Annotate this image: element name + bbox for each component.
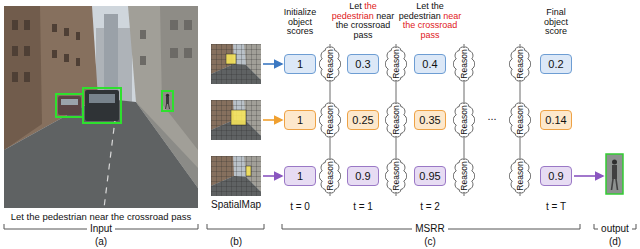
cloud-shape — [385, 159, 406, 193]
step-label: t = 1 — [353, 201, 373, 213]
score-value: 1 — [297, 170, 303, 182]
reason-text: Reason — [326, 161, 335, 190]
reason-text: Reason — [516, 49, 525, 78]
score-box: 0.4 — [414, 54, 446, 74]
column-header: Let the pedestrian near the crossroad pa… — [398, 2, 462, 40]
panel-letter: (c) — [424, 236, 436, 248]
score-box: 0.3 — [347, 54, 379, 74]
step-label: t = 0 — [290, 201, 310, 213]
step-label: t = T — [546, 201, 566, 213]
step-label: t = 2 — [420, 201, 440, 213]
reason-text: Reason — [460, 161, 469, 190]
reason-cloud: Reason — [453, 156, 475, 196]
spatial-maps — [211, 44, 261, 196]
score-value: 0.14 — [545, 114, 566, 126]
cloud-shape — [509, 159, 530, 193]
section-name: SpatialMap — [211, 199, 261, 211]
column-header: Final object score — [533, 8, 579, 37]
reason-text: Reason — [460, 49, 469, 78]
cloud-shape — [509, 103, 530, 137]
reason-text: Reason — [392, 105, 401, 134]
score-value: 0.9 — [548, 170, 563, 182]
ellipsis: ... — [487, 110, 496, 123]
reason-text: Reason — [392, 161, 401, 190]
section-name: MSRR — [412, 223, 447, 235]
output-crop — [606, 154, 623, 194]
header-run: Let — [349, 1, 362, 11]
score-box: 1 — [284, 110, 316, 130]
reason-cloud: Reason — [385, 100, 407, 140]
reason-text: Reason — [516, 105, 525, 134]
reason-text: Reason — [326, 49, 335, 78]
score-box: 0.9 — [347, 166, 379, 186]
score-box: 1 — [284, 166, 316, 186]
panel-letter: (a) — [95, 236, 107, 248]
header-run: Let the pedestrian — [399, 1, 444, 21]
score-box: 0.35 — [414, 110, 446, 130]
panel-letter: (b) — [230, 236, 242, 248]
score-value: 0.4 — [422, 58, 437, 70]
score-box: 0.9 — [540, 166, 572, 186]
reason-cloud: Reason — [385, 156, 407, 196]
score-value: 0.2 — [548, 58, 563, 70]
cloud-shape — [385, 103, 406, 137]
reason-cloud: Reason — [509, 156, 531, 196]
score-box: 0.25 — [347, 110, 379, 130]
column-header: Let the pedestrian near the crossroad pa… — [331, 2, 395, 40]
score-value: 0.3 — [355, 58, 370, 70]
score-value: 0.9 — [355, 170, 370, 182]
step-separators — [330, 44, 520, 196]
score-box: 0.95 — [414, 166, 446, 186]
section-name: Input — [87, 223, 115, 235]
reason-text: Reason — [392, 49, 401, 78]
reason-text: Reason — [326, 105, 335, 134]
reason-cloud: Reason — [509, 44, 531, 84]
reason-text: Reason — [460, 105, 469, 134]
column-header: Initialize object scores — [277, 8, 323, 37]
reason-text: Reason — [516, 161, 525, 190]
score-box: 1 — [284, 54, 316, 74]
cloud-shape — [453, 159, 474, 193]
row-arrows — [263, 64, 603, 176]
score-value: 0.25 — [352, 114, 373, 126]
reason-cloud: Reason — [319, 100, 341, 140]
reason-cloud: Reason — [319, 44, 341, 84]
cloud-shape — [319, 103, 340, 137]
cloud-shape — [453, 47, 474, 81]
reason-cloud: Reason — [453, 44, 475, 84]
reason-cloud: Reason — [385, 44, 407, 84]
image-caption: Let the pedestrian near the crossroad pa… — [11, 211, 192, 222]
score-value: 1 — [297, 58, 303, 70]
cloud-shape — [319, 159, 340, 193]
score-value: 0.95 — [419, 170, 440, 182]
score-value: 0.35 — [419, 114, 440, 126]
cloud-shape — [319, 47, 340, 81]
panel-letter: (d) — [609, 236, 621, 248]
street-photo — [4, 6, 198, 208]
reason-cloud: Reason — [509, 100, 531, 140]
score-box: 0.2 — [540, 54, 572, 74]
score-box: 0.14 — [540, 110, 572, 130]
cloud-shape — [453, 103, 474, 137]
reason-cloud: Reason — [453, 100, 475, 140]
section-name: output — [598, 223, 632, 235]
score-value: 1 — [297, 114, 303, 126]
cloud-shape — [509, 47, 530, 81]
reason-cloud: Reason — [319, 156, 341, 196]
cloud-shape — [385, 47, 406, 81]
